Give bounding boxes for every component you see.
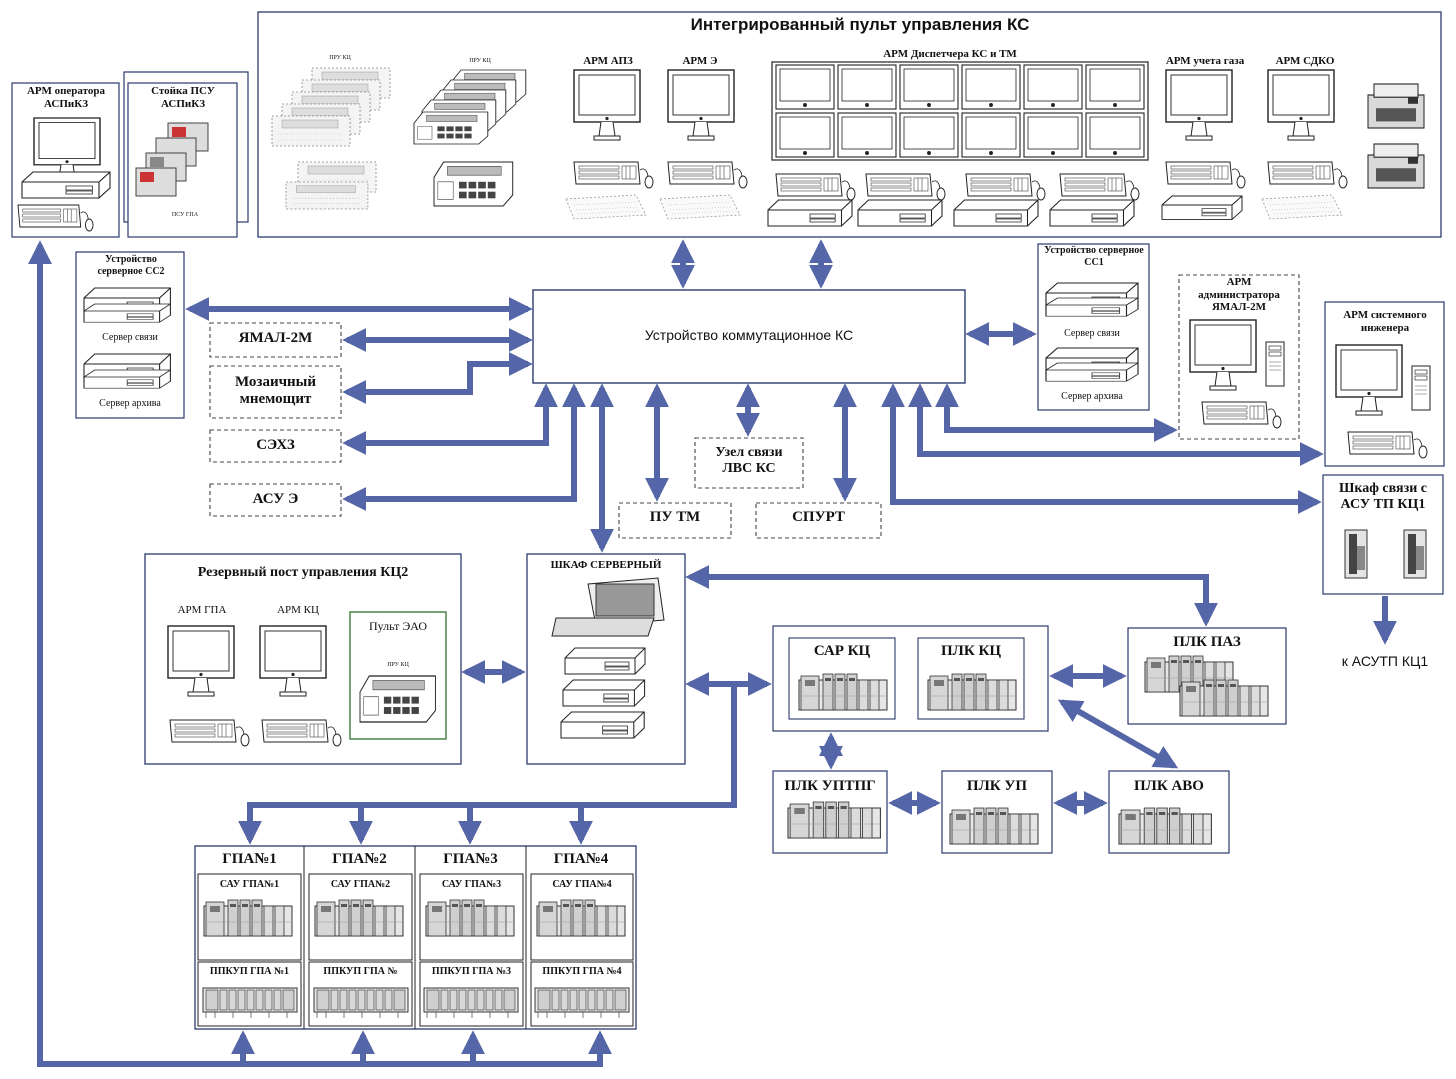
cc2-comm-server-label: Сервер связи <box>102 332 158 343</box>
gpa-4-title: ГПА№4 <box>553 851 609 867</box>
gpa-1-sau: САУ ГПА№1 <box>219 879 280 890</box>
gpa-3-ppkup: ППКУП ГПА №3 <box>431 966 512 977</box>
arm-sdko-label: АРМ СДКО <box>1275 55 1335 67</box>
gpa-2-sau: САУ ГПА№2 <box>330 879 391 890</box>
mosaic-label: Мозаичный мнемощит <box>234 374 317 408</box>
reserve-arm-kc-label: АРМ КЦ <box>277 604 319 616</box>
psu-rack-label: Стойка ПСУ АСПиКЗ <box>151 85 215 110</box>
gpa-2-ppkup: ППКУП ГПА № <box>323 966 398 977</box>
asue-label: АСУ Э <box>252 491 299 507</box>
gpa-3-sau: САУ ГПА№3 <box>441 879 502 890</box>
switch-label: Устройство коммутационное КС <box>644 327 854 343</box>
eao-panel-label: Пульт ЭАО <box>368 619 428 633</box>
pu-tm-label: ПУ ТМ <box>649 509 701 525</box>
arm-apz-label: АРМ АПЗ <box>583 55 633 67</box>
asutp-link-label: к АСУТП КЦ1 <box>1341 653 1429 669</box>
arm-dispatcher-label: АРМ Диспетчера КС и ТМ <box>883 48 1017 60</box>
arm-gas-label: АРМ учета газа <box>1165 55 1245 67</box>
gpa-1-ppkup: ППКУП ГПА №1 <box>209 966 290 977</box>
plk-paz-label: ПЛК ПАЗ <box>1173 634 1241 650</box>
gpa-4-ppkup: ППКУП ГПА №4 <box>542 966 622 977</box>
plk-up-label: ПЛК УП <box>966 778 1028 794</box>
server-cc2-title: Устройство серверное СС2 <box>97 254 165 277</box>
gpa-3-title: ГПА№3 <box>443 851 498 867</box>
lan-node-label: Узел связи ЛВС КС <box>715 445 783 477</box>
pru-label-2: ПРУ КЦ <box>469 58 491 64</box>
yamal-label: ЯМАЛ-2М <box>238 330 313 346</box>
gpa-1-title: ГПА№1 <box>222 851 277 867</box>
reserve-arm-gpa-label: АРМ ГПА <box>177 604 227 616</box>
cc1-comm-server-label: Сервер связи <box>1064 328 1120 339</box>
plk-kc-label: ПЛК КЦ <box>940 643 1001 659</box>
plk-avo-label: ПЛК АВО <box>1134 778 1204 794</box>
spurt-label: СПУРТ <box>792 509 845 525</box>
gpa-2-title: ГПА№2 <box>332 851 387 867</box>
cc1-archive-server-label: Сервер архива <box>1061 391 1123 402</box>
sehz-label: СЭХЗ <box>256 437 295 453</box>
arm-admin-label: АРМ администратора ЯМАЛ-2М <box>1198 276 1280 314</box>
plk-uptpg-label: ПЛК УПТПГ <box>784 778 876 794</box>
psu-gpa-label: ПСУ ГПА <box>171 212 199 218</box>
arm-operator-label: АРМ оператора АСПиКЗ <box>26 85 105 110</box>
sar-kc-label: САР КЦ <box>813 643 871 659</box>
eao-pru-label: ПРУ КЦ <box>387 662 409 668</box>
arm-engineer-label: АРМ системного инженера <box>1343 309 1427 334</box>
reserve-post-title: Резервный пост управления КЦ2 <box>197 565 409 580</box>
pru-label-1: ПРУ КЦ <box>329 55 351 61</box>
arm-e-label: АРМ Э <box>682 55 718 67</box>
comm-cabinet-label: Шкаф связи с АСУ ТП КЦ1 <box>1339 481 1427 513</box>
gpa-4-sau: САУ ГПА№4 <box>552 879 612 890</box>
server-cc1-title: Устройство серверное СС1 <box>1044 245 1144 268</box>
diagram-title: Интегрированный пульт управления КС <box>690 15 1030 34</box>
cc2-archive-server-label: Сервер архива <box>99 398 161 409</box>
server-cabinet-label: ШКАФ СЕРВЕРНЫЙ <box>550 559 662 571</box>
